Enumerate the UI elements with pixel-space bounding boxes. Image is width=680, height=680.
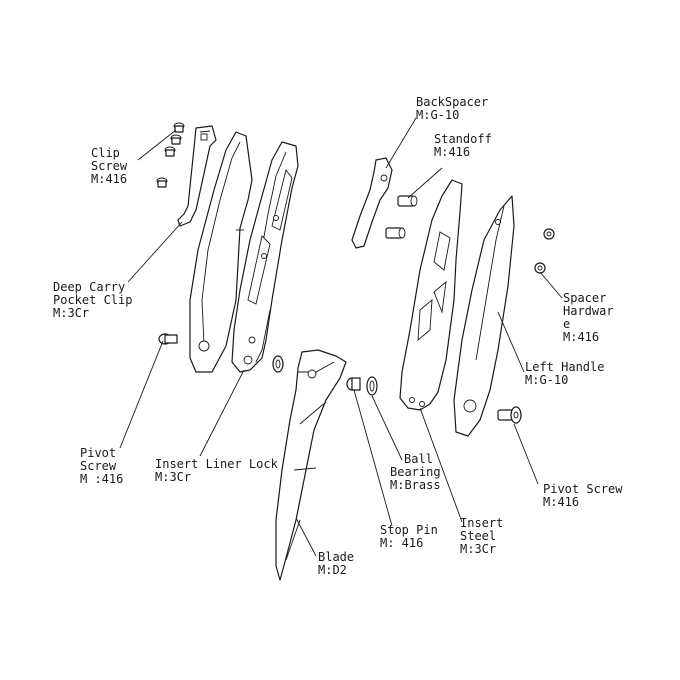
label-pivot-screw-right: Pivot Screw M:416: [543, 483, 622, 509]
label-text: e: [563, 317, 571, 331]
label-insert-steel: Insert Steel M:3Cr: [460, 517, 503, 556]
label-text: M:3Cr: [53, 306, 90, 320]
label-clip-screw: Clip Screw M:416: [91, 147, 127, 186]
label-blade: Blade M:D2: [318, 551, 354, 577]
insert-steel: [399, 179, 463, 411]
label-left-handle: Left Handle M:G-10: [525, 361, 604, 387]
scale-left: [189, 131, 253, 373]
label-text: M :416: [80, 472, 124, 486]
label-text: M:G-10: [525, 373, 569, 387]
bearing-rings-left: [158, 333, 284, 373]
label-text: M: 416: [380, 536, 424, 550]
label-text: Hardwar: [563, 304, 614, 318]
label-text: Insert: [460, 516, 504, 530]
label-text: Spacer: [563, 291, 607, 305]
pivot-screw-right: [497, 406, 522, 424]
label-stop-pin: Stop Pin M: 416: [380, 524, 438, 550]
label-text: BackSpacer: [416, 95, 489, 109]
spacer-hardware: [534, 228, 555, 274]
label-text: Standoff: [434, 132, 492, 146]
clip-screws: [156, 122, 185, 188]
label-text: Insert Liner Lock: [155, 457, 278, 471]
deep-carry-pocket-clip: [177, 125, 217, 227]
label-text: Screw: [91, 159, 128, 173]
label-text: Pivot: [80, 446, 117, 460]
label-text: Left Handle: [525, 360, 605, 374]
label-text: Deep Carry: [53, 280, 126, 294]
left-handle: [453, 195, 515, 437]
label-text: M:Brass: [390, 478, 441, 492]
backspacer: [351, 157, 393, 249]
stop-pin: [346, 377, 361, 391]
label-text: M:3Cr: [460, 542, 497, 556]
label-text: M:416: [434, 145, 471, 159]
standoffs: [385, 195, 418, 239]
label-text: Pocket Clip: [53, 293, 133, 307]
label-text: Ball: [404, 452, 433, 466]
blade: [275, 349, 347, 581]
label-text: M:416: [91, 172, 128, 186]
insert-liner-lock: [231, 141, 299, 373]
label-insert-liner-lock: Insert Liner Lock M:3Cr: [155, 458, 278, 484]
label-spacer-hardware: Spacer Hardwar e M:416: [563, 292, 614, 344]
label-text: Pivot Screw: [543, 482, 623, 496]
label-pivot-screw-left: Pivot Screw M :416: [80, 447, 123, 486]
label-text: M:3Cr: [155, 470, 192, 484]
label-text: Stop Pin: [380, 523, 438, 537]
label-text: Blade: [318, 550, 355, 564]
label-text: Clip: [91, 146, 120, 160]
label-text: Screw: [80, 459, 117, 473]
label-ball-bearing: Ball Bearing M:Brass: [390, 453, 441, 492]
label-text: Bearing: [390, 465, 441, 479]
label-text: M:416: [543, 495, 580, 509]
label-standoff: Standoff M:416: [434, 133, 492, 159]
label-backspacer: BackSpacer M:G-10: [416, 96, 488, 122]
label-deep-carry-pocket-clip: Deep Carry Pocket Clip M:3Cr: [53, 281, 132, 320]
ball-bearing: [366, 376, 378, 396]
label-text: Steel: [460, 529, 497, 543]
label-text: M:G-10: [416, 108, 460, 122]
leader-lines: [119, 117, 563, 557]
label-text: M:D2: [318, 563, 347, 577]
label-text: M:416: [563, 330, 600, 344]
